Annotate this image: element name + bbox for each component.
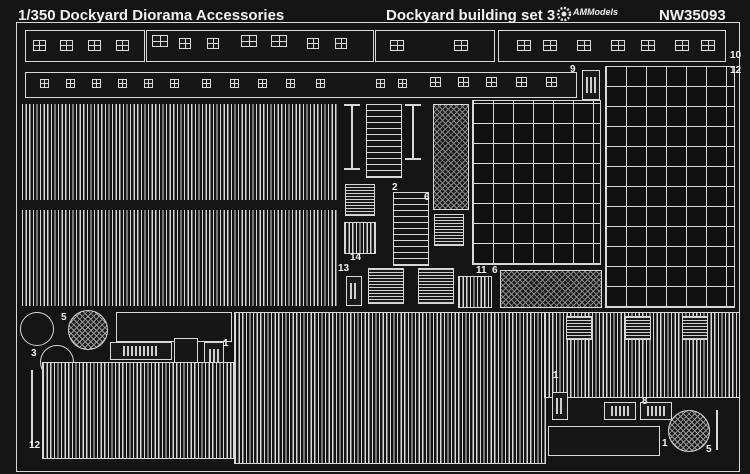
part-number: 3 [31, 348, 37, 359]
sheet-border [16, 22, 740, 472]
gabled-building-wall [42, 362, 234, 459]
brand-logo: AMModels [556, 6, 618, 22]
wall-strip [146, 30, 374, 62]
part-number: 12 [29, 440, 41, 451]
scale-title: 1/350 Dockyard Diorama Accessories [18, 7, 285, 24]
part-number: 14 [350, 252, 362, 263]
figure-part [110, 342, 172, 360]
wall-strip [498, 30, 726, 62]
window-panel [625, 316, 651, 340]
long-building-wall [234, 312, 546, 464]
doorway-part [548, 426, 660, 456]
part-number: 9 [570, 64, 576, 75]
part-number: 2 [392, 182, 398, 193]
brand-name: AMModels [573, 7, 618, 17]
figure-part [552, 392, 568, 420]
part-number: 6 [424, 192, 430, 203]
part-number: 8 [642, 396, 648, 407]
grating-part [458, 276, 492, 308]
stair-part [368, 268, 404, 304]
part-number: 6 [492, 265, 498, 276]
round-part [20, 312, 54, 346]
stair-part [345, 184, 375, 216]
crane-tower [393, 192, 429, 266]
ladder-rail [31, 370, 33, 446]
part-number: 11 [476, 265, 487, 276]
part-number: 1 [553, 370, 559, 381]
ladder-cap [344, 168, 360, 170]
part-number: 1 [223, 338, 229, 349]
doorway-part [116, 312, 232, 342]
part-number: 1 [662, 438, 668, 449]
doorway-part [174, 338, 198, 364]
wall-strip [25, 72, 577, 98]
round-mesh-part [68, 310, 108, 350]
window-grid-panel [605, 66, 735, 308]
ladder-rail [716, 410, 718, 450]
ladder-cap [344, 104, 360, 106]
part-number: 5 [706, 444, 712, 455]
gear-logo-icon [556, 6, 572, 22]
wall-strip [25, 30, 145, 62]
mesh-panel [433, 104, 469, 210]
ladder-cap [405, 104, 421, 106]
set-name: Dockyard building set 3 [386, 7, 556, 24]
stair-part [418, 268, 454, 304]
ladder-rail [351, 104, 353, 170]
ladder-rail [412, 104, 414, 160]
corrugated-roof-panel [22, 104, 338, 200]
mesh-panel [500, 270, 602, 308]
part-number: 13 [338, 263, 350, 274]
figure-part [582, 70, 600, 100]
figure-part [604, 402, 636, 420]
grating-part [344, 222, 376, 254]
round-mesh-part [668, 410, 710, 452]
part-number: 12 [730, 65, 742, 76]
figure-part [640, 402, 672, 420]
wall-strip [375, 30, 495, 62]
ladder-cap [405, 158, 421, 160]
figure-part [346, 276, 362, 306]
window-grid-panel [472, 100, 601, 265]
stair-part [434, 214, 464, 246]
part-number: 10 [730, 50, 742, 61]
part-number: 5 [61, 312, 67, 323]
corrugated-roof-panel [22, 210, 338, 306]
product-code: NW35093 [659, 7, 726, 24]
window-panel [566, 316, 592, 340]
window-panel [682, 316, 708, 340]
crane-tower [366, 104, 402, 178]
